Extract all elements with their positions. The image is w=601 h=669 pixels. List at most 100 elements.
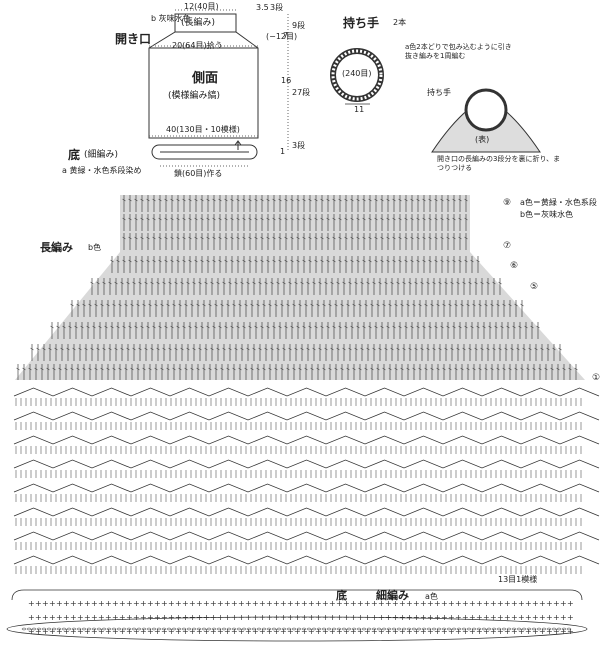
svg-text:+: +: [448, 627, 455, 636]
svg-text:+: +: [168, 613, 175, 622]
svg-text:+: +: [490, 599, 497, 608]
svg-text:+: +: [70, 613, 77, 622]
svg-text:+: +: [133, 613, 140, 622]
chart-bottom-stitch: 細編み: [376, 589, 409, 602]
svg-text:+: +: [301, 627, 308, 636]
svg-text:+: +: [140, 599, 147, 608]
svg-text:+: +: [511, 613, 518, 622]
color-b-label: b 灰味水色: [151, 14, 191, 23]
svg-text:+: +: [399, 599, 406, 608]
svg-text:+: +: [112, 599, 119, 608]
svg-text:+: +: [63, 627, 70, 636]
svg-text:+: +: [322, 627, 329, 636]
svg-text:+: +: [476, 613, 483, 622]
svg-text:+: +: [329, 627, 336, 636]
svg-text:+: +: [329, 599, 336, 608]
handle-title: 持ち手: [343, 16, 380, 30]
svg-text:+: +: [217, 599, 224, 608]
svg-text:+: +: [420, 599, 427, 608]
svg-text:+: +: [168, 599, 175, 608]
top-rows-unit: 3段: [270, 3, 284, 12]
chart-bottom-color: a色: [425, 592, 438, 601]
svg-text:+: +: [140, 613, 147, 622]
svg-text:+: +: [308, 627, 315, 636]
svg-text:+: +: [455, 599, 462, 608]
legend-b: b色＝灰味水色: [520, 210, 574, 219]
svg-text:+: +: [56, 599, 63, 608]
svg-text:+: +: [336, 599, 343, 608]
svg-text:+: +: [518, 599, 525, 608]
svg-text:+: +: [392, 627, 399, 636]
svg-text:+: +: [371, 599, 378, 608]
svg-text:+: +: [287, 599, 294, 608]
svg-text:+: +: [385, 599, 392, 608]
chart-bottom-title: 底: [336, 589, 347, 602]
svg-text:+: +: [539, 599, 546, 608]
svg-text:+: +: [476, 599, 483, 608]
svg-text:+: +: [497, 599, 504, 608]
side-rows-top: 9段: [292, 21, 306, 30]
svg-text:+: +: [91, 599, 98, 608]
svg-text:+: +: [105, 599, 112, 608]
svg-text:+: +: [133, 627, 140, 636]
svg-text:+: +: [539, 627, 546, 636]
svg-text:+: +: [77, 613, 84, 622]
svg-text:+: +: [462, 599, 469, 608]
svg-text:+: +: [294, 613, 301, 622]
svg-text:+: +: [182, 599, 189, 608]
svg-text:+: +: [280, 599, 287, 608]
dc-shade: [15, 195, 585, 380]
svg-text:+: +: [49, 613, 56, 622]
svg-text:+: +: [42, 599, 49, 608]
svg-text:+: +: [98, 599, 105, 608]
svg-text:+: +: [56, 627, 63, 636]
svg-text:+: +: [105, 627, 112, 636]
svg-text:+: +: [28, 613, 35, 622]
svg-text:+: +: [525, 599, 532, 608]
svg-text:+: +: [238, 599, 245, 608]
svg-text:+: +: [91, 613, 98, 622]
handle-attach-note: 開き口の長編みの3段分を裏に折り、まつりつける: [437, 155, 561, 173]
svg-text:+: +: [525, 613, 532, 622]
svg-text:+: +: [413, 627, 420, 636]
svg-text:+: +: [280, 613, 287, 622]
row-marker-9: ⑨: [503, 198, 512, 208]
dc-label: 長編み: [40, 241, 73, 254]
handle-center-label: (表): [475, 135, 490, 144]
svg-text:+: +: [518, 627, 525, 636]
svg-text:+: +: [532, 613, 539, 622]
svg-text:+: +: [252, 599, 259, 608]
bottom-rows: 3段: [292, 141, 306, 150]
row-marker-1: ①: [592, 373, 601, 383]
svg-text:+: +: [441, 599, 448, 608]
svg-text:+: +: [399, 627, 406, 636]
svg-text:+: +: [98, 627, 105, 636]
svg-text:+: +: [189, 627, 196, 636]
svg-text:+: +: [259, 599, 266, 608]
svg-text:+: +: [35, 613, 42, 622]
top-decrease: (−12目): [266, 32, 298, 41]
svg-text:+: +: [77, 599, 84, 608]
svg-text:+: +: [469, 613, 476, 622]
handle-note: a色2本どりで包み込むように引き抜き編みを1周編む: [405, 43, 512, 61]
svg-text:+: +: [441, 627, 448, 636]
svg-text:+: +: [119, 627, 126, 636]
svg-text:+: +: [567, 627, 574, 636]
svg-text:+: +: [455, 627, 462, 636]
svg-text:+: +: [112, 627, 119, 636]
svg-text:+: +: [126, 599, 133, 608]
top-rows: 3.5: [256, 3, 269, 12]
svg-text:+: +: [259, 613, 266, 622]
svg-text:+: +: [217, 627, 224, 636]
mid-width: 20(64目)拾う: [172, 41, 223, 50]
svg-text:+: +: [231, 599, 238, 608]
svg-text:+: +: [539, 613, 546, 622]
svg-text:+: +: [63, 599, 70, 608]
svg-text:+: +: [147, 627, 154, 636]
svg-text:+: +: [385, 627, 392, 636]
svg-text:+: +: [140, 627, 147, 636]
svg-text:+: +: [112, 613, 119, 622]
svg-text:+: +: [490, 627, 497, 636]
svg-text:+: +: [462, 613, 469, 622]
side-height: 16: [281, 76, 292, 85]
